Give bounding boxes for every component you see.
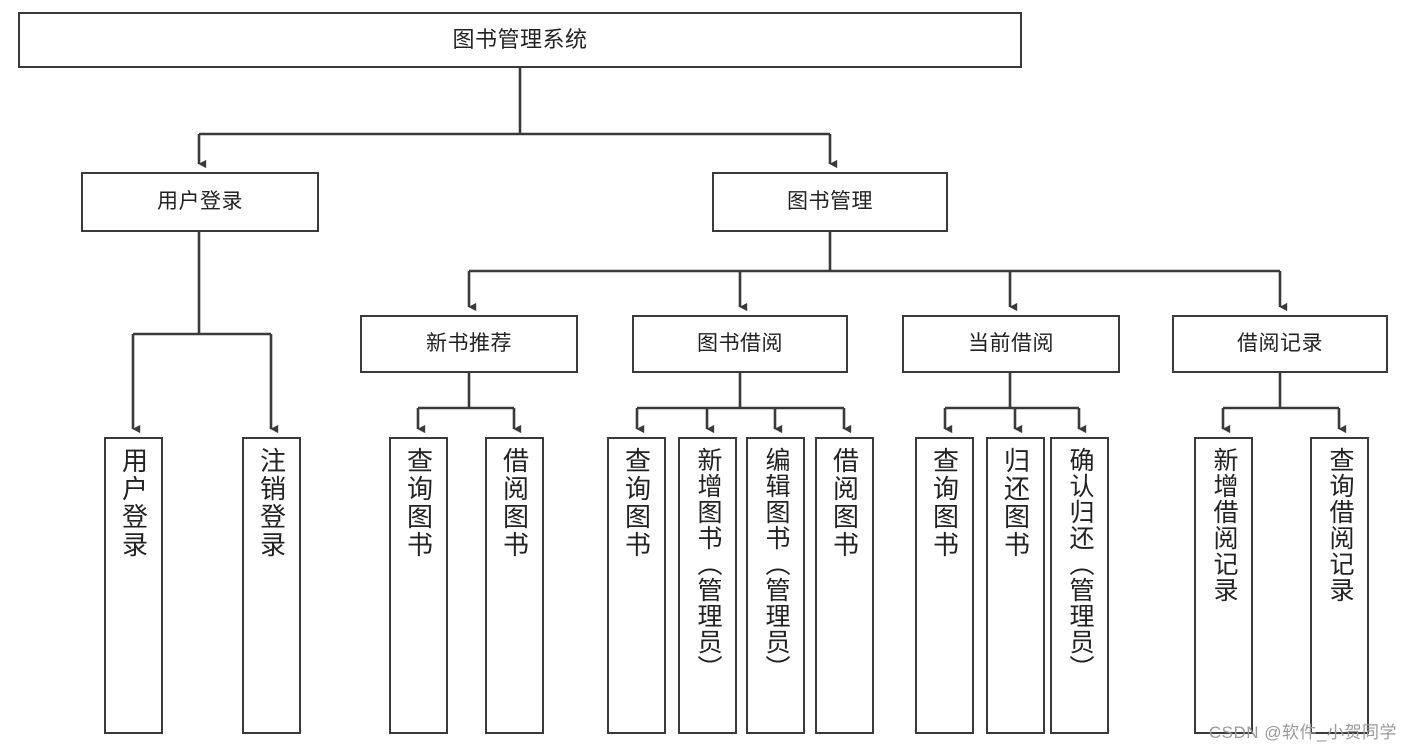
leaf-current-query-book[interactable]: 查询图书 bbox=[915, 437, 974, 734]
node-root-label: 图书管理系统 bbox=[452, 26, 588, 52]
leaf-borrow-borrow-book[interactable]: 借阅图书 bbox=[815, 437, 874, 734]
leaf-borrow-add-book-admin-label: 新增图书（管理员） bbox=[694, 447, 722, 681]
node-user-login[interactable]: 用户登录 bbox=[81, 172, 319, 232]
node-user-login-label: 用户登录 bbox=[157, 190, 243, 214]
node-book-borrow-label: 图书借阅 bbox=[697, 332, 783, 356]
leaf-record-add-record-label: 新增借阅记录 bbox=[1210, 447, 1238, 603]
leaf-borrow-query-book[interactable]: 查询图书 bbox=[607, 437, 666, 734]
leaf-borrow-edit-book-admin-label: 编辑图书（管理员） bbox=[762, 447, 790, 681]
leaf-record-query-record[interactable]: 查询借阅记录 bbox=[1310, 437, 1369, 734]
leaf-borrow-edit-book-admin[interactable]: 编辑图书（管理员） bbox=[746, 437, 805, 734]
node-new-book-recommend[interactable]: 新书推荐 bbox=[360, 315, 578, 373]
leaf-user-login-label: 用户登录 bbox=[118, 447, 149, 559]
leaf-borrow-add-book-admin[interactable]: 新增图书（管理员） bbox=[678, 437, 737, 734]
node-new-book-recommend-label: 新书推荐 bbox=[426, 332, 512, 356]
leaf-newbook-query-book-label: 查询图书 bbox=[403, 447, 434, 559]
leaf-user-login[interactable]: 用户登录 bbox=[104, 437, 163, 734]
leaf-newbook-query-book[interactable]: 查询图书 bbox=[389, 437, 448, 734]
leaf-current-confirm-return-admin[interactable]: 确认归还（管理员） bbox=[1050, 437, 1109, 734]
node-book-management[interactable]: 图书管理 bbox=[712, 172, 948, 232]
node-current-borrow[interactable]: 当前借阅 bbox=[902, 315, 1120, 373]
leaf-newbook-borrow-book-label: 借阅图书 bbox=[499, 447, 530, 559]
node-root[interactable]: 图书管理系统 bbox=[18, 12, 1022, 68]
node-book-borrow[interactable]: 图书借阅 bbox=[632, 315, 848, 373]
watermark: CSDN @软件_小贺同学 bbox=[1208, 723, 1397, 742]
leaf-current-return-book-label: 归还图书 bbox=[1000, 447, 1031, 559]
node-current-borrow-label: 当前借阅 bbox=[968, 332, 1054, 356]
leaf-current-query-book-label: 查询图书 bbox=[929, 447, 960, 559]
node-borrow-record-label: 借阅记录 bbox=[1237, 332, 1323, 356]
node-borrow-record[interactable]: 借阅记录 bbox=[1172, 315, 1388, 373]
leaf-borrow-query-book-label: 查询图书 bbox=[621, 447, 652, 559]
node-book-management-label: 图书管理 bbox=[787, 190, 873, 214]
leaf-current-confirm-return-admin-label: 确认归还（管理员） bbox=[1066, 447, 1094, 681]
leaf-record-add-record[interactable]: 新增借阅记录 bbox=[1194, 437, 1253, 734]
leaf-user-logout[interactable]: 注销登录 bbox=[242, 437, 301, 734]
leaf-user-logout-label: 注销登录 bbox=[256, 447, 287, 559]
leaf-borrow-borrow-book-label: 借阅图书 bbox=[829, 447, 860, 559]
leaf-record-query-record-label: 查询借阅记录 bbox=[1326, 447, 1354, 603]
leaf-current-return-book[interactable]: 归还图书 bbox=[986, 437, 1045, 734]
leaf-newbook-borrow-book[interactable]: 借阅图书 bbox=[485, 437, 544, 734]
